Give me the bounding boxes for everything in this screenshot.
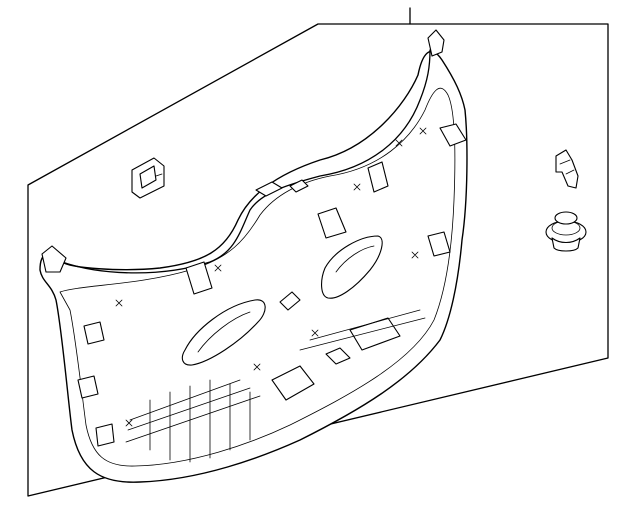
clip-pad-8 xyxy=(83,321,105,345)
lower-small-pad xyxy=(325,347,351,365)
clip-pad-6 xyxy=(185,261,213,295)
bracket-inner xyxy=(139,165,157,189)
grommet-shank xyxy=(551,237,581,252)
pull-handle-recess-left xyxy=(197,311,251,353)
lower-storage-pocket xyxy=(271,365,315,401)
clip-pad-5 xyxy=(427,231,451,257)
clip-pad-1 xyxy=(255,181,283,197)
pull-handle-recess-right xyxy=(335,245,375,273)
handle-clip-bracket xyxy=(131,157,165,199)
clip-pad-2 xyxy=(289,179,309,193)
center-access-hole xyxy=(279,291,301,311)
top-hinge-tab xyxy=(427,29,445,57)
clip-pad-3 xyxy=(367,161,389,193)
pull-handle-pocket-right xyxy=(321,235,383,299)
bottom-ribs xyxy=(125,309,426,463)
left-hook-tab xyxy=(41,245,67,273)
push-pin-fastener xyxy=(545,211,587,252)
pull-handle-pocket-left xyxy=(181,299,266,366)
liftgate-trim-panel xyxy=(39,29,468,483)
grommet-cap xyxy=(554,211,578,225)
retainer-clip xyxy=(555,149,579,189)
clip-body xyxy=(555,149,579,189)
clip-pad-7 xyxy=(317,207,347,239)
clip-pad-10 xyxy=(95,423,115,447)
clip-pad-4 xyxy=(439,123,467,147)
panel-inner-flange xyxy=(59,88,456,467)
panel-outline xyxy=(39,50,468,483)
assembly-background-sheet xyxy=(27,23,609,497)
clip-pad-9 xyxy=(77,375,99,399)
screw-location-marks xyxy=(115,127,427,427)
